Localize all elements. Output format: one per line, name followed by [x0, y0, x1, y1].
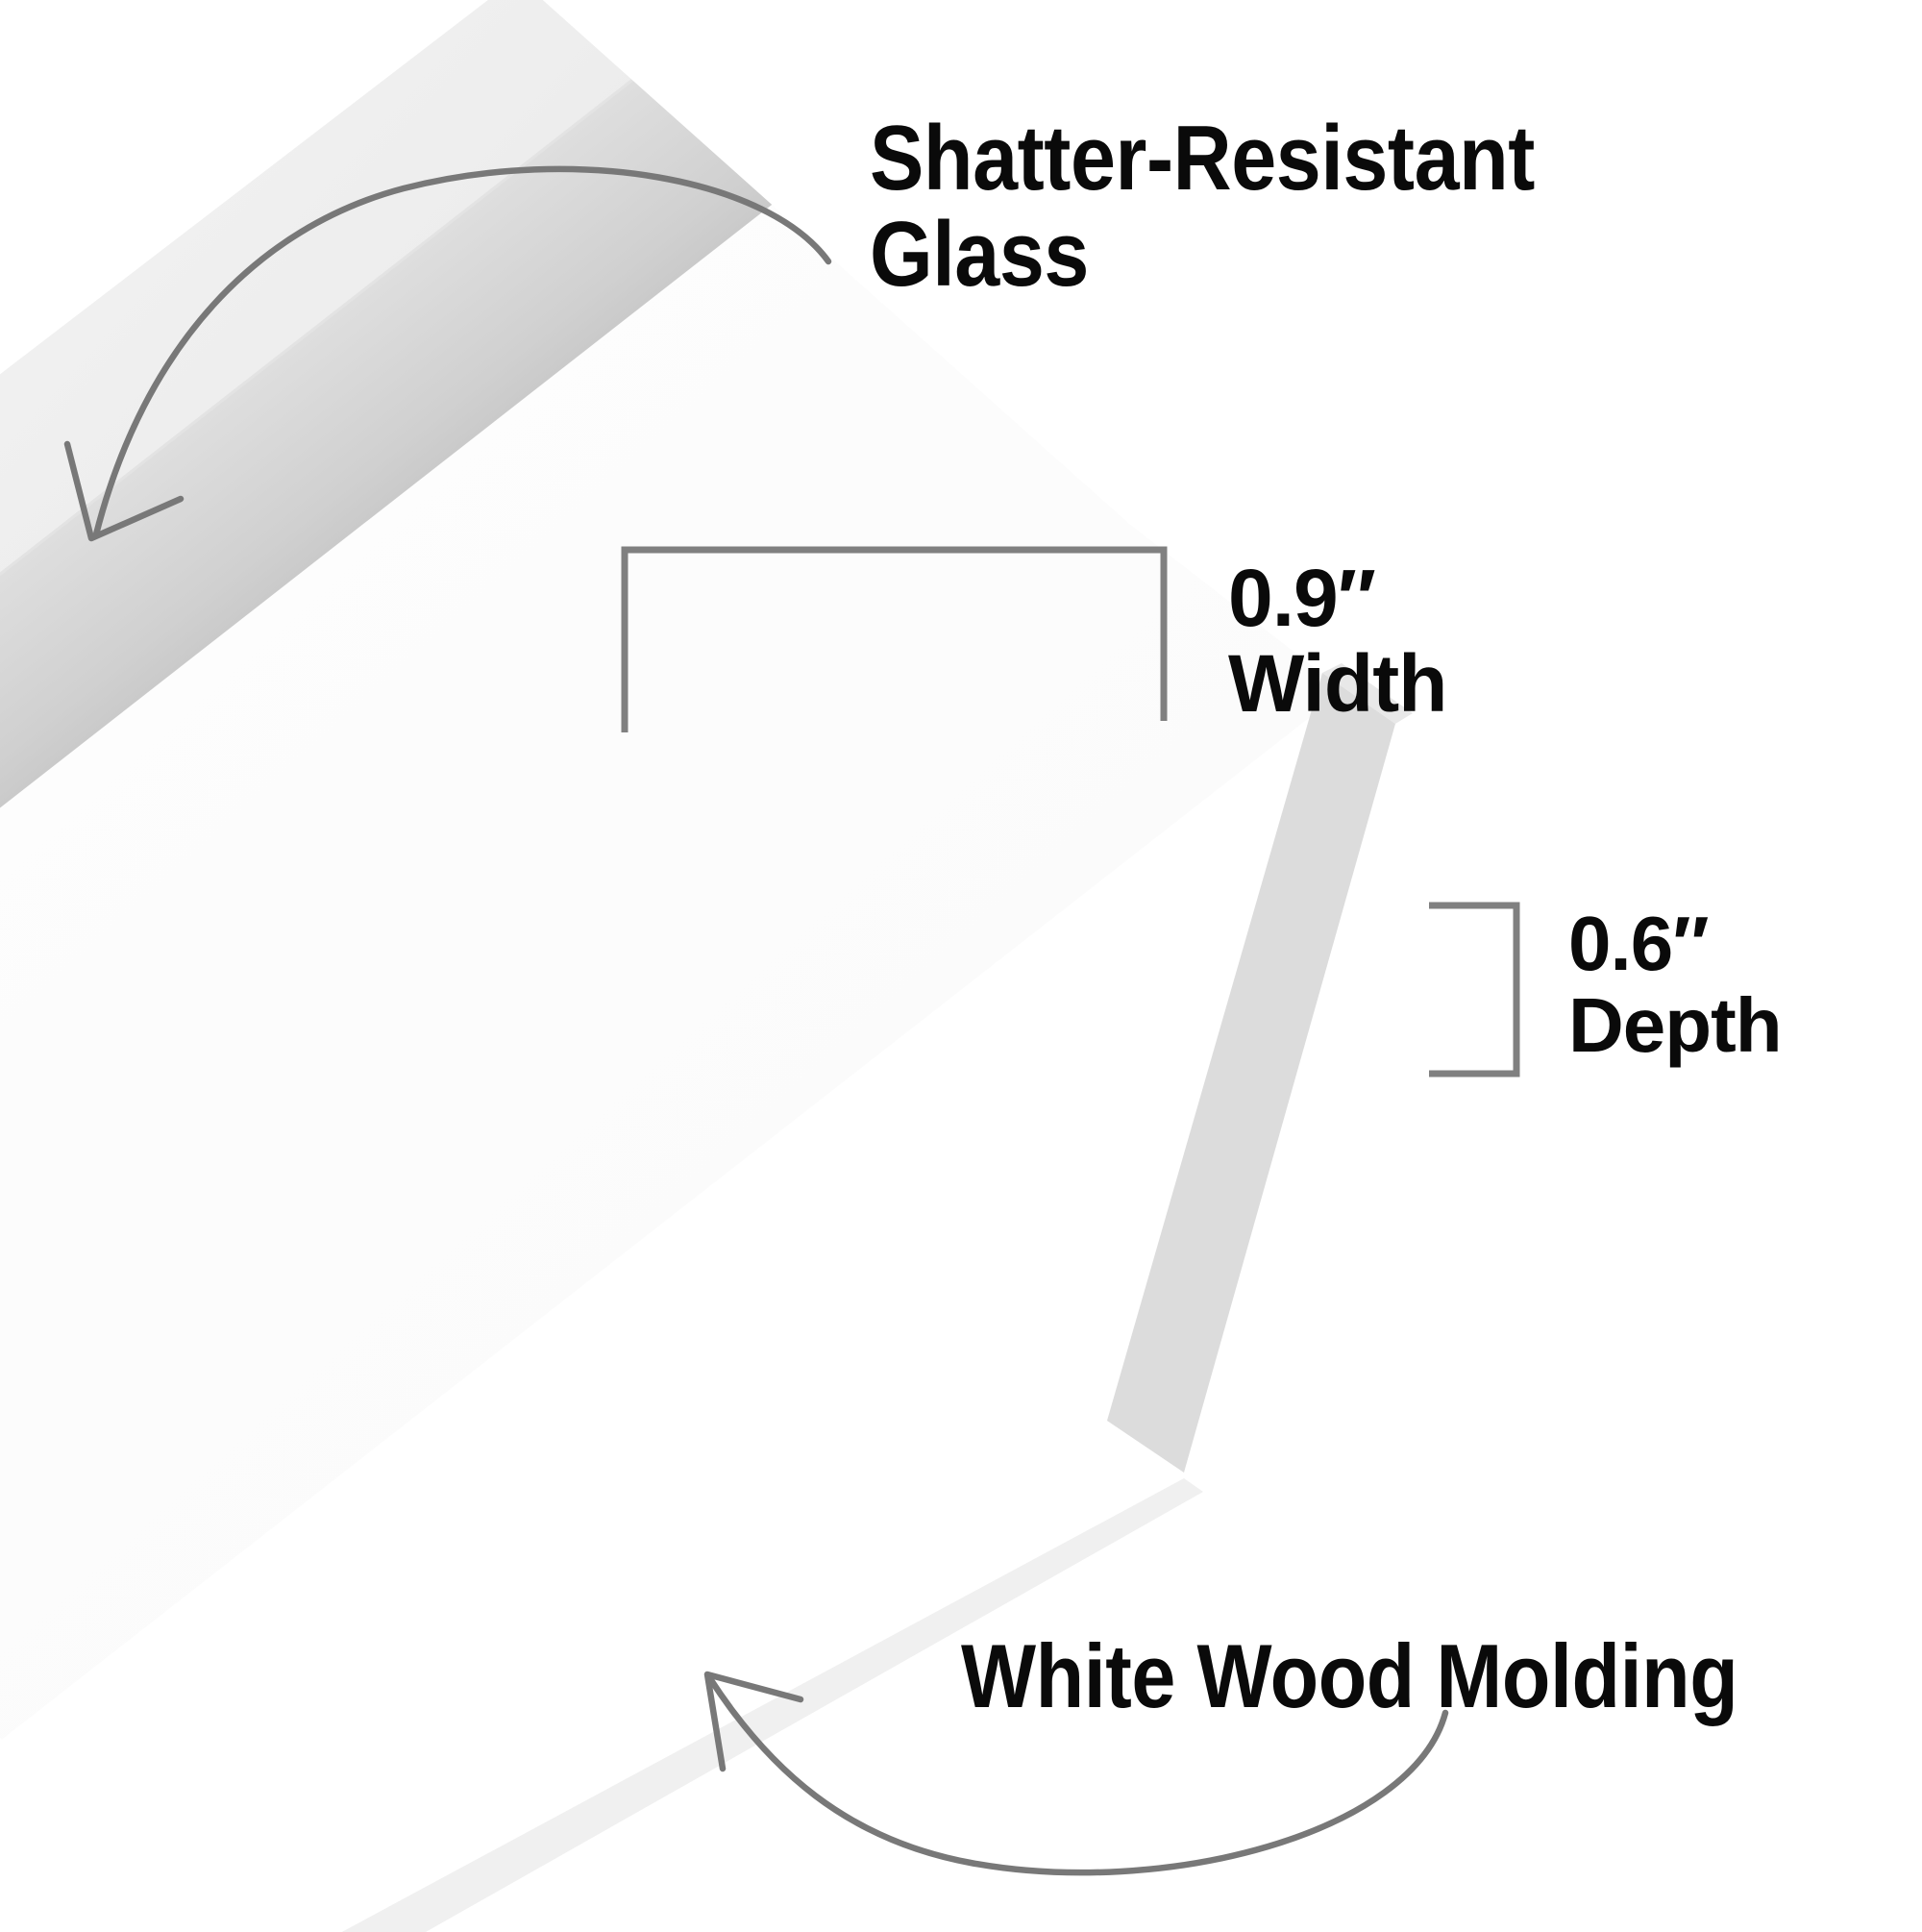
depth-dimension-bracket	[1429, 902, 1520, 1077]
glass-callout-arrow-curve	[92, 165, 832, 538]
glass-callout-arrowhead	[63, 440, 185, 542]
width-dimension-bracket	[621, 546, 1168, 732]
molding-callout-arrow-curve	[707, 1676, 1449, 1876]
molding-callout-arrowhead	[703, 1671, 804, 1772]
